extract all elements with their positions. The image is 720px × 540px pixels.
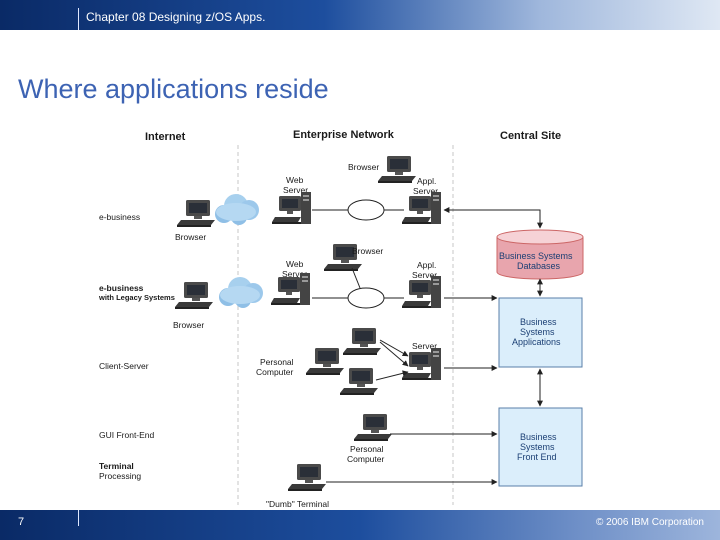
web-server-icon	[272, 192, 311, 224]
business-systems-applications-box	[498, 297, 583, 368]
applications-label: Business	[520, 317, 557, 327]
connection-arrow	[443, 207, 543, 229]
architecture-diagram: Internet Enterprise Network Central Site…	[98, 129, 584, 509]
front-end-label: Front End	[517, 452, 557, 462]
personal-computer-label: Personal	[350, 444, 384, 454]
browser-computer-icon	[175, 282, 213, 309]
chapter-title: Chapter 08 Designing z/OS Apps.	[86, 10, 266, 24]
web-server-label: Server	[283, 185, 308, 195]
appl-server-label: Appl.	[417, 260, 436, 270]
row-label-ebusiness-legacy-sub: with Legacy Systems	[98, 293, 175, 302]
server-label: Server	[412, 341, 437, 351]
personal-computer-icon	[340, 368, 378, 395]
personal-computer-label: Personal	[260, 357, 294, 367]
personal-computer-icon	[306, 348, 344, 375]
copyright: © 2006 IBM Corporation	[596, 517, 704, 528]
appl-server-label: Server	[413, 186, 438, 196]
dumb-terminal-label: "Dumb" Terminal	[266, 499, 329, 509]
browser-label: Browser	[175, 232, 206, 242]
web-server-label: Web	[286, 175, 304, 185]
personal-computer-icon	[354, 414, 392, 441]
footer-separator	[78, 510, 79, 526]
column-central-site: Central Site	[500, 130, 561, 142]
business-systems-databases: Business Systems Databases	[496, 229, 584, 280]
connection-line	[351, 267, 361, 289]
network-node	[347, 287, 385, 309]
front-end-label: Business	[520, 432, 557, 442]
connection-arrow	[379, 341, 409, 367]
row-label-gui-front-end: GUI Front-End	[99, 430, 155, 440]
browser-label: Browser	[173, 320, 204, 330]
databases-label: Business Systems	[499, 251, 573, 261]
web-server-icon	[271, 273, 310, 305]
appl-server-label: Appl.	[417, 176, 436, 186]
appl-server-icon	[402, 192, 441, 224]
personal-computer-icon	[343, 328, 381, 355]
personal-computer-label: Computer	[256, 367, 293, 377]
databases-label: Databases	[517, 261, 561, 271]
appl-server-icon	[402, 276, 441, 308]
applications-label: Systems	[520, 327, 555, 337]
browser-computer-icon	[177, 200, 215, 227]
front-end-label: Systems	[520, 442, 555, 452]
network-node	[347, 199, 385, 221]
browser-label: Browser	[348, 162, 379, 172]
row-label-client-server: Client-Server	[99, 361, 149, 371]
browser-label: Browser	[352, 246, 383, 256]
row-label-processing: Processing	[99, 471, 141, 481]
dumb-terminal-icon	[288, 464, 326, 491]
business-systems-front-end-box	[498, 407, 583, 487]
row-label-ebusiness-legacy: e-business	[99, 283, 144, 293]
header-bar: Chapter 08 Designing z/OS Apps.	[0, 0, 720, 30]
personal-computer-label: Computer	[347, 454, 384, 464]
row-label-ebusiness: e-business	[99, 212, 140, 222]
web-server-label: Web	[286, 259, 304, 269]
web-server-label: Server	[282, 269, 307, 279]
internet-cloud-icon	[219, 277, 263, 308]
applications-label: Applications	[512, 337, 561, 347]
column-enterprise-network: Enterprise Network	[293, 129, 395, 141]
connection-arrow	[375, 370, 409, 381]
connection-arrow	[379, 339, 409, 357]
row-label-terminal: Terminal	[99, 461, 134, 471]
appl-server-label: Server	[412, 270, 437, 280]
column-internet: Internet	[145, 131, 186, 143]
header-separator	[78, 8, 79, 30]
footer-bar: 7 © 2006 IBM Corporation	[0, 510, 720, 540]
page-number: 7	[18, 516, 25, 528]
browser-computer-icon	[378, 156, 416, 183]
server-icon	[402, 348, 441, 380]
internet-cloud-icon	[215, 194, 259, 225]
slide-title: Where applications reside	[18, 74, 329, 104]
